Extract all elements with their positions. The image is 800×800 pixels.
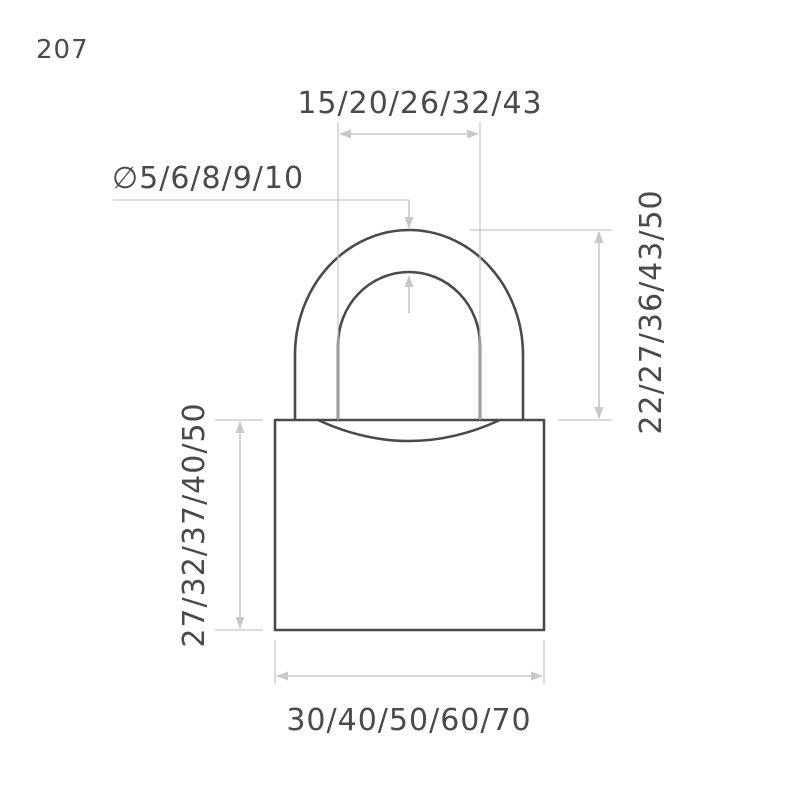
shackle-width-label: 15/20/26/32/43	[297, 86, 542, 121]
model-number: 207	[36, 35, 89, 65]
arrowhead	[467, 129, 479, 139]
arrowhead	[339, 129, 351, 139]
arrowhead	[404, 275, 414, 287]
body-width-dimension: 30/40/50/60/70	[274, 640, 545, 738]
padlock-outline	[273, 228, 546, 632]
arrowhead	[276, 671, 288, 681]
body-height-label: 27/32/37/40/50	[177, 402, 212, 647]
arrowhead	[404, 217, 414, 229]
body-width-label: 30/40/50/60/70	[286, 703, 531, 738]
arrowhead	[594, 231, 604, 243]
shackle-height-label: 22/27/36/43/50	[634, 189, 669, 434]
shackle-inner	[336, 270, 482, 420]
body-curve	[317, 418, 501, 443]
arrowhead	[235, 421, 245, 433]
lock-body	[273, 418, 546, 632]
arrowhead	[531, 671, 543, 681]
shackle-outer	[293, 228, 525, 420]
shackle-diameter-label: ∅5/6/8/9/10	[112, 161, 304, 196]
shackle-diameter-dimension: ∅5/6/8/9/10	[112, 161, 414, 313]
shackle-width-dimension: 15/20/26/32/43	[297, 86, 542, 420]
arrowhead	[594, 407, 604, 419]
arrowhead	[235, 617, 245, 629]
body-height-dimension: 27/32/37/40/50	[177, 402, 263, 648]
shackle-height-dimension: 22/27/36/43/50	[470, 189, 669, 435]
